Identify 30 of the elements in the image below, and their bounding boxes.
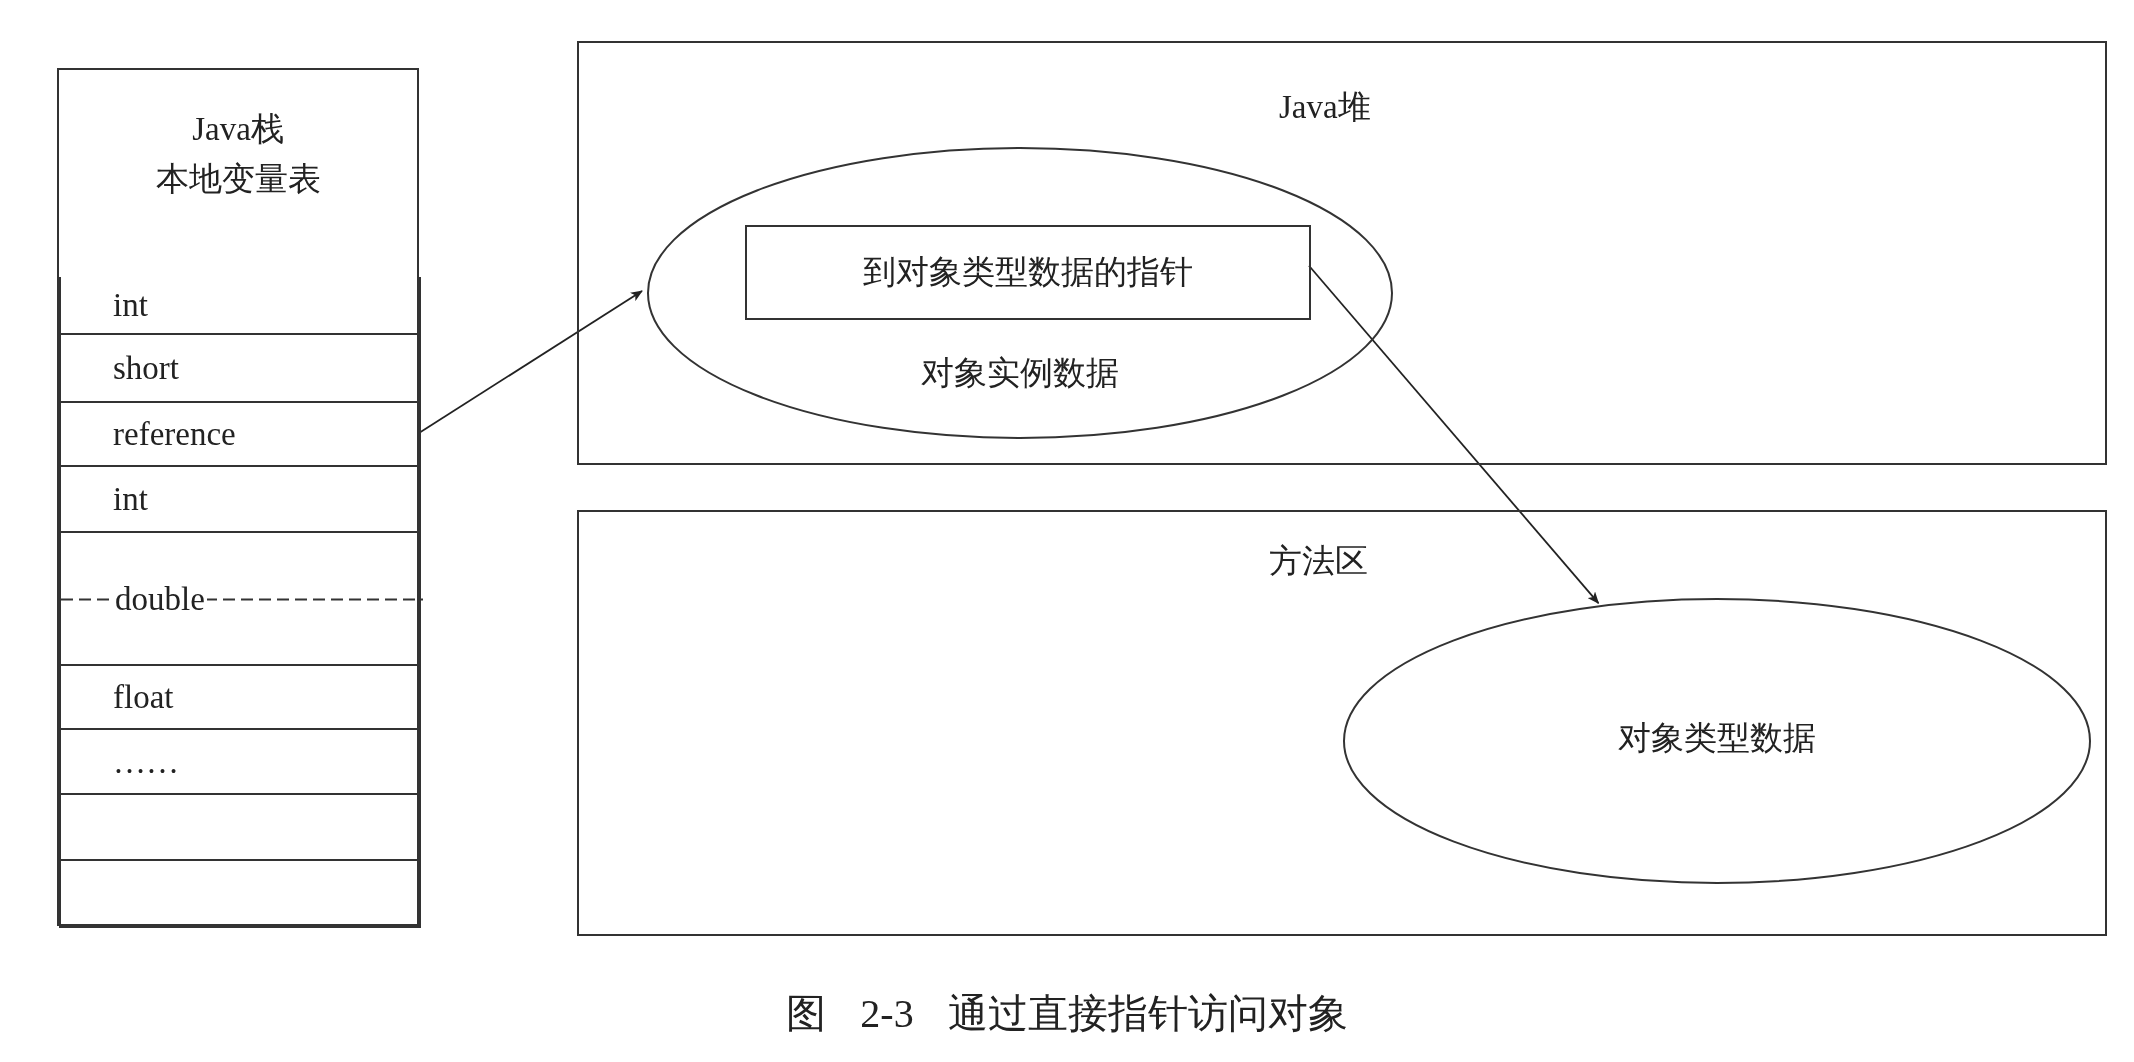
table-row [59,403,421,467]
memory-area-box [577,41,2107,465]
cell-text: int [113,480,148,519]
table-row [59,277,421,335]
box-label: 到对象类型数据的指针 [862,252,1194,292]
cell-text: reference [113,415,236,454]
table-row [59,467,421,533]
heading: 本地变量表 [154,160,322,199]
area-label: 方法区 [1269,542,1368,581]
cell-text: …… [113,742,179,782]
memory-area-box [577,510,2107,936]
heading: Java栈 [191,110,285,149]
table-row [59,795,421,861]
arrow [418,290,643,434]
arrow [1308,264,1600,604]
table-row [59,533,421,666]
cell-text: float [113,678,174,717]
table-row [59,861,421,928]
ellipse-label: 对象实例数据 [920,354,1120,393]
ellipse-label: 对象类型数据 [1617,719,1817,758]
table-row [59,730,421,795]
area-label: Java堆 [1279,88,1371,127]
cell-text: short [113,349,179,388]
table-row [59,666,421,730]
cell-text: int [113,286,148,325]
object-ellipse [1343,598,2091,884]
object-ellipse [647,147,1393,439]
table-row [59,335,421,403]
caption: 图 2-3 通过直接指针访问对象 [785,990,1349,1038]
pointer-box [745,225,1311,320]
